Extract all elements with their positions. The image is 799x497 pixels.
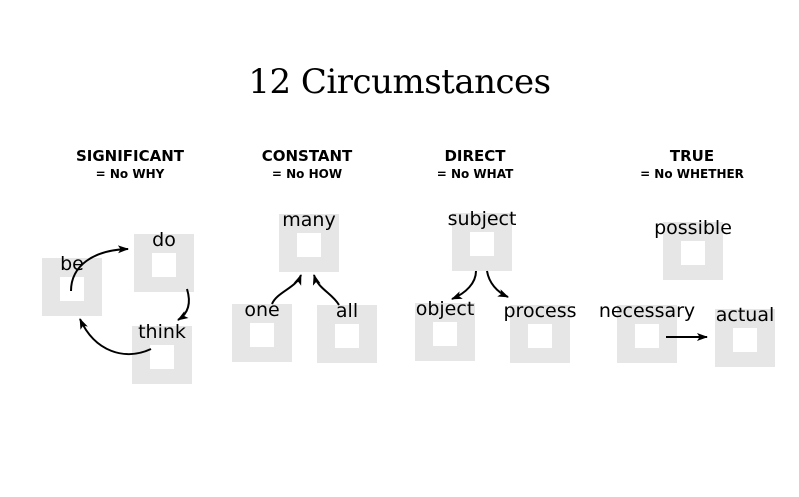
node-subject: subject <box>448 208 516 271</box>
node-hole <box>470 232 494 256</box>
node-label: one <box>244 299 280 321</box>
arrow-do-think <box>177 288 190 321</box>
column-subheading: = No WHY <box>95 167 165 181</box>
node-process: process <box>503 300 577 363</box>
node-label: object <box>415 298 475 320</box>
node-label: think <box>138 321 186 343</box>
node-hole <box>335 324 359 348</box>
node-hole <box>250 323 274 347</box>
column-heading: DIRECT <box>444 147 506 165</box>
node-do: do <box>134 229 194 292</box>
node-label: be <box>60 253 84 275</box>
column-header-direct: DIRECT = No WHAT <box>437 147 514 182</box>
node-label: do <box>152 229 176 251</box>
column-header-significant: SIGNIFICANT = No WHY <box>76 147 184 182</box>
arrow-subject-process <box>486 270 509 298</box>
column-subheading: = No WHETHER <box>640 167 744 181</box>
node-many: many <box>279 209 339 272</box>
node-label: actual <box>715 304 775 326</box>
column-subheading: = No HOW <box>271 167 343 181</box>
page-title: 12 Circumstances <box>248 62 551 102</box>
node-one: one <box>232 299 292 362</box>
node-label: necessary <box>598 300 696 322</box>
node-hole <box>681 241 705 265</box>
node-label: many <box>282 209 336 231</box>
node-actual: actual <box>715 304 775 367</box>
node-label: possible <box>654 217 732 239</box>
node-all: all <box>317 300 377 363</box>
column-heading: CONSTANT <box>261 147 353 165</box>
node-label: subject <box>447 208 517 230</box>
node-label: all <box>335 300 359 322</box>
node-object: object <box>415 298 475 361</box>
node-hole <box>297 233 321 257</box>
node-hole <box>528 324 552 348</box>
node-label: process <box>503 300 577 322</box>
node-hole <box>150 345 174 369</box>
node-necessary: necessary <box>599 300 695 363</box>
node-be: be <box>42 253 102 316</box>
column-header-constant: CONSTANT = No HOW <box>262 147 353 182</box>
column-heading: SIGNIFICANT <box>75 147 185 165</box>
column-header-true: TRUE = No WHETHER <box>640 147 744 182</box>
node-possible: possible <box>654 217 732 280</box>
node-hole <box>733 328 757 352</box>
arrow-subject-object <box>451 270 477 300</box>
node-hole <box>152 253 176 277</box>
column-subheading: = No WHAT <box>436 167 514 181</box>
node-hole <box>635 324 659 348</box>
column-heading: TRUE <box>669 147 715 165</box>
node-think: think <box>132 321 192 384</box>
node-hole <box>60 277 84 301</box>
node-hole <box>433 322 457 346</box>
